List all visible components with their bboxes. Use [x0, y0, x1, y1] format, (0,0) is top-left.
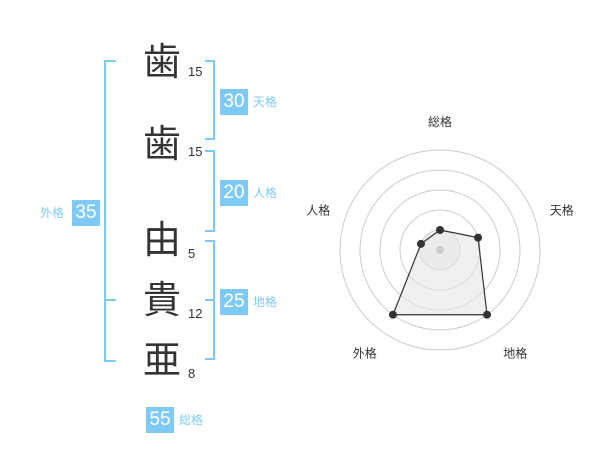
tenkaku-bracket — [205, 60, 215, 140]
gaikaku-value: 35 — [72, 200, 100, 226]
stroke-count: 8 — [188, 366, 196, 381]
radar-axis-label: 人格 — [306, 202, 330, 217]
radar-point — [388, 310, 397, 319]
name-char: 貴 — [142, 278, 181, 322]
soukaku-value: 55 — [146, 407, 174, 433]
stroke-count: 15 — [188, 144, 203, 159]
stroke-count: 12 — [188, 306, 203, 321]
gaikaku-bracket-tick — [104, 299, 116, 301]
radar-axis-label: 外格 — [353, 346, 377, 361]
chikaku-label: 地格 — [253, 295, 278, 309]
tenkaku-value: 30 — [220, 89, 248, 115]
jinkaku-bracket — [205, 150, 215, 232]
chikaku-bracket-tick — [205, 299, 213, 301]
radar-ring — [339, 149, 541, 351]
name-char: 歯 — [142, 40, 181, 84]
soukaku-label: 総格 — [179, 413, 204, 427]
chikaku-bracket — [205, 240, 215, 360]
stroke-count: 5 — [188, 246, 196, 261]
radar-center — [436, 246, 444, 254]
gaikaku-bracket — [104, 60, 116, 362]
radar-point — [436, 226, 444, 234]
radar-point — [483, 310, 492, 319]
radar-ring — [359, 169, 521, 331]
radar-point — [416, 239, 425, 248]
radar-axis-label: 地格 — [503, 346, 527, 361]
radar-axis-label: 総格 — [428, 114, 452, 129]
radar-point — [474, 233, 483, 242]
name-char: 亜 — [142, 338, 181, 382]
name-char: 由 — [142, 218, 181, 262]
radar-axis-label: 天格 — [550, 202, 574, 217]
jinkaku-label: 人格 — [253, 186, 278, 200]
tenkaku-label: 天格 — [253, 95, 278, 109]
stroke-count: 15 — [188, 64, 203, 79]
name-char: 歯 — [142, 122, 181, 166]
chikaku-value: 25 — [220, 289, 248, 315]
gaikaku-label: 外格 — [40, 206, 65, 220]
jinkaku-value: 20 — [220, 180, 248, 206]
